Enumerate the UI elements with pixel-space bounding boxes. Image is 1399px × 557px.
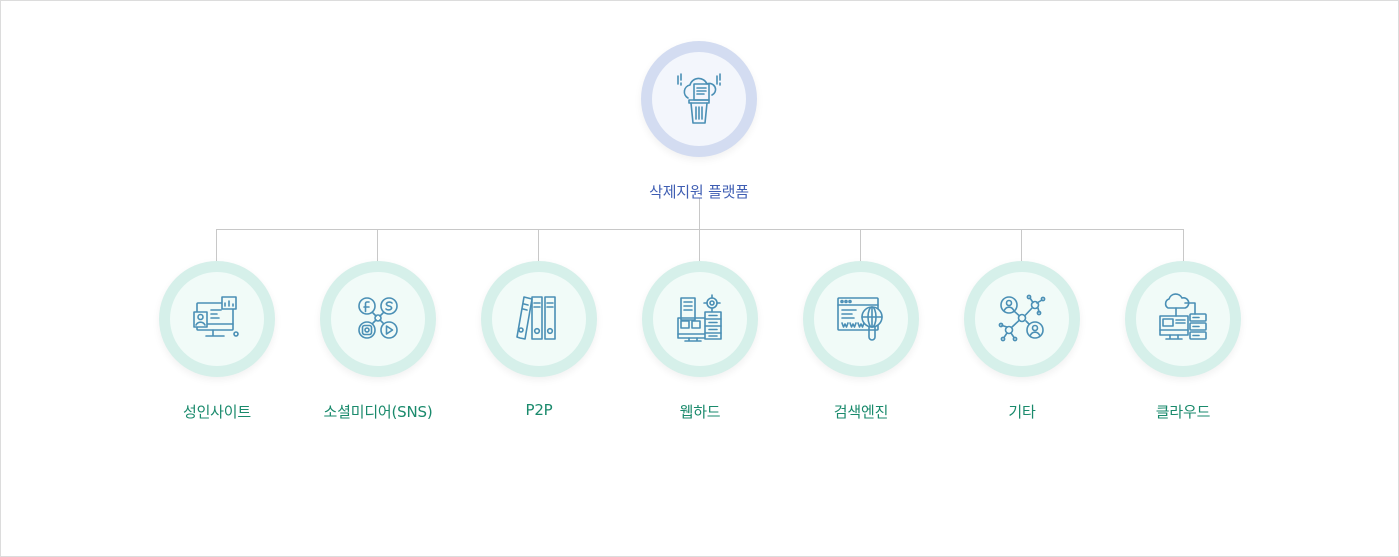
child-node-webhard: 웹하드 — [641, 261, 759, 422]
root-ring — [641, 41, 757, 157]
child-node-adult-sites: 성인사이트 — [158, 261, 276, 422]
child-label: 성인사이트 — [182, 403, 251, 421]
computer-user-icon — [193, 296, 239, 337]
child-label: 기타 — [1008, 403, 1036, 421]
child-node-cloud: 클라우드 — [1124, 261, 1242, 422]
child-node-others: 기타 — [963, 261, 1081, 422]
child-node-social-media: 소셜미디어(SNS) — [319, 261, 437, 422]
cloud-trash-icon — [677, 73, 721, 124]
binders-icon — [516, 296, 556, 340]
child-label: 클라우드 — [1155, 403, 1211, 421]
child-label: 소셜미디어(SNS) — [323, 403, 433, 421]
web-server-icon — [677, 294, 722, 342]
child-label: 웹하드 — [679, 403, 721, 421]
child-node-p2p: P2P — [480, 261, 598, 419]
search-browser-icon — [837, 297, 883, 341]
child-label: P2P — [525, 401, 553, 419]
root-label: 삭제지원 플랫폼 — [649, 183, 749, 201]
child-label: 검색엔진 — [833, 403, 889, 421]
root-node: 삭제지원 플랫폼 — [640, 41, 758, 202]
child-node-search-engine: 검색엔진 — [802, 261, 920, 422]
social-media-icon — [358, 297, 398, 339]
cloud-server-icon — [1159, 293, 1207, 340]
network-users-icon — [998, 294, 1046, 342]
